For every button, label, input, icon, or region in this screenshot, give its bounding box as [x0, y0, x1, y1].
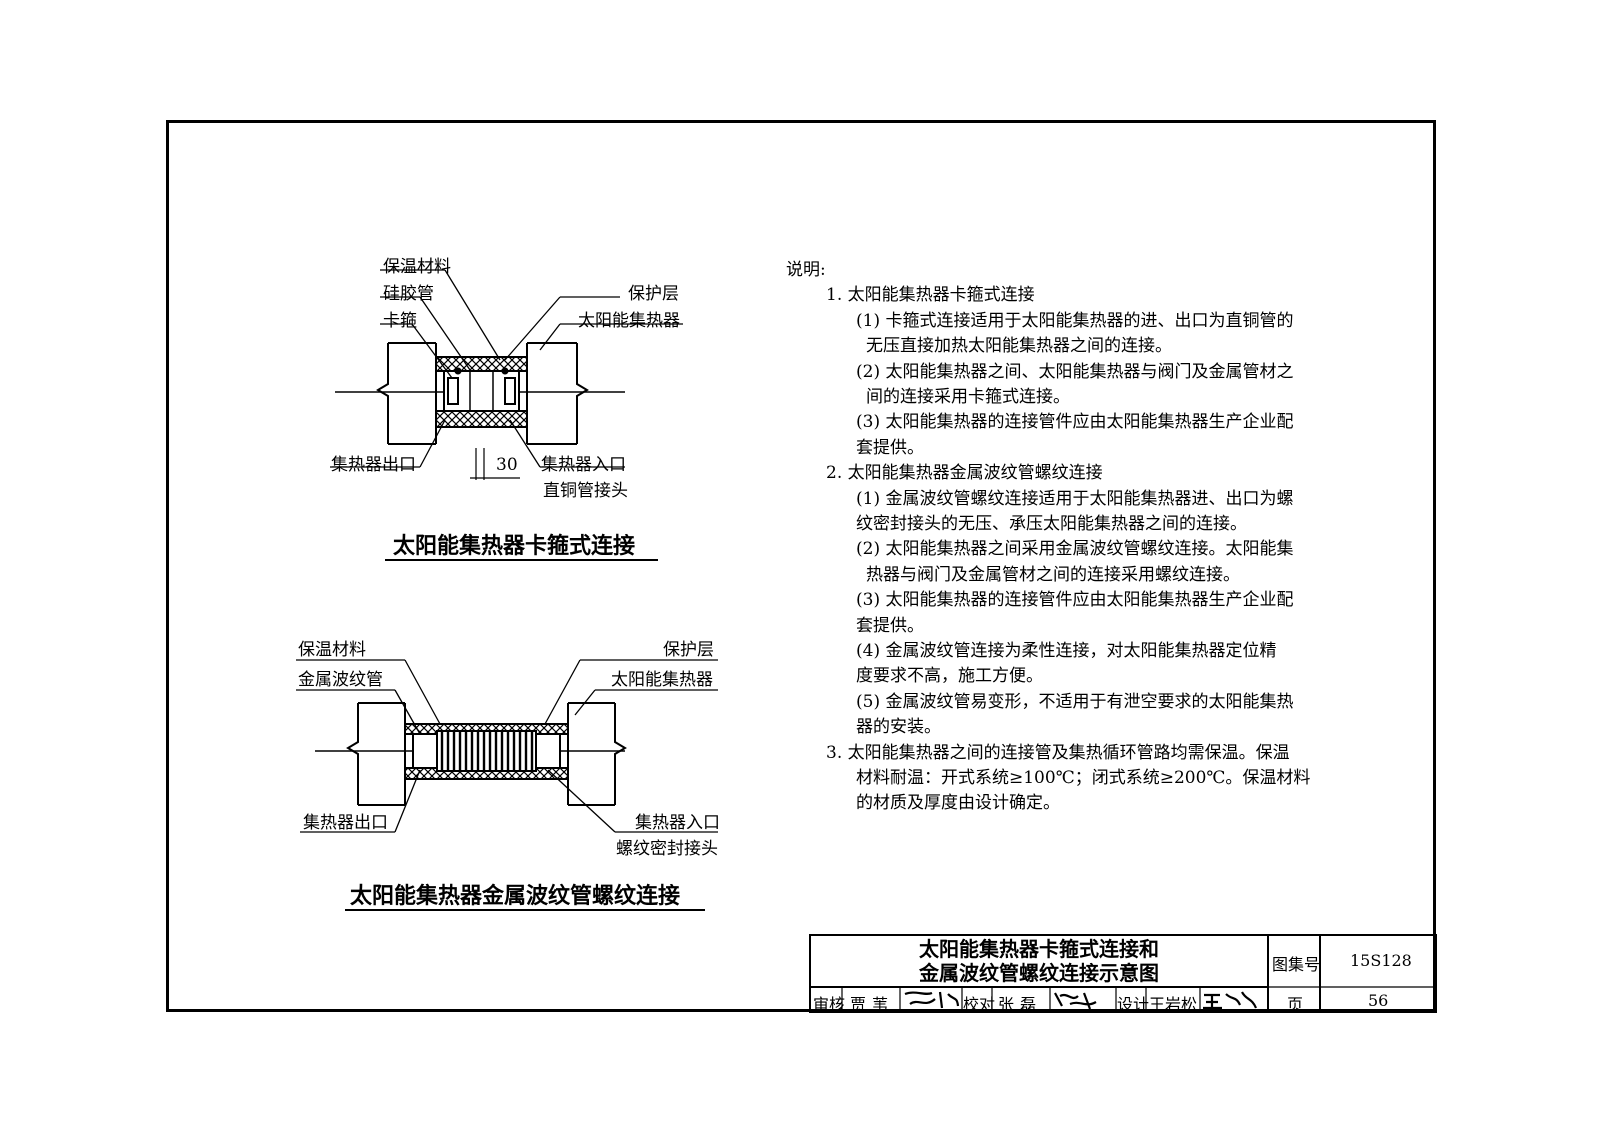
- signature-check: [1054, 992, 1097, 1010]
- fig2-label-thread-joint: 螺纹密封接头: [616, 839, 718, 859]
- check-name: 张磊: [998, 995, 1043, 1014]
- fig2-thread-joint-right: [535, 733, 561, 769]
- design-name: 王岩松: [1149, 995, 1198, 1014]
- note-line: (1) 卡箍式连接适用于太阳能集热器的进、出口为直铜管的: [856, 311, 1294, 331]
- review-name: 贾苇: [850, 995, 895, 1014]
- figure1-diagram: [330, 269, 683, 561]
- fig1-label-silicone-tube: 硅胶管: [383, 284, 434, 304]
- fig2-label-outlet: 集热器出口: [303, 813, 388, 833]
- fig1-label-collector: 太阳能集热器: [578, 311, 680, 331]
- note-line: (2) 太阳能集热器之间、太阳能集热器与阀门及金属管材之: [856, 362, 1294, 382]
- notes-heading: 说明:: [786, 260, 826, 280]
- signature-review: [904, 991, 960, 1009]
- drawing-frame: [166, 120, 1436, 1012]
- note-line: 套提供。: [856, 616, 924, 636]
- fig2-label-inlet: 集热器入口: [635, 813, 720, 833]
- note-line: 间的连接采用卡箍式连接。: [866, 387, 1070, 407]
- note-line: 的材质及厚度由设计确定。: [856, 793, 1060, 813]
- note-line: 2. 太阳能集热器金属波纹管螺纹连接: [826, 463, 1103, 483]
- signature-design: [1203, 991, 1258, 1010]
- fig2-label-protective-layer: 保护层: [663, 640, 714, 660]
- fig2-bellows-corrugations: [440, 732, 534, 770]
- note-line: (4) 金属波纹管连接为柔性连接，对太阳能集热器定位精: [856, 641, 1277, 661]
- note-line: (3) 太阳能集热器的连接管件应由太阳能集热器生产企业配: [856, 412, 1294, 432]
- design-label: 设计: [1117, 995, 1150, 1014]
- note-line: 套提供。: [856, 438, 924, 458]
- fig1-left-collector-break: [376, 343, 389, 444]
- fig2-left-collector-break: [346, 703, 359, 805]
- check-label: 校对: [963, 995, 996, 1014]
- title-block-title: 太阳能集热器卡箍式连接和 金属波纹管螺纹连接示意图: [812, 937, 1266, 985]
- review-label: 审核: [813, 995, 846, 1014]
- note-line: (3) 太阳能集热器的连接管件应由太阳能集热器生产企业配: [856, 590, 1294, 610]
- note-line: 器的安装。: [856, 717, 941, 737]
- note-line: 度要求不高，施工方便。: [856, 666, 1043, 686]
- fig1-label-protective-layer: 保护层: [628, 284, 679, 304]
- note-line: 3. 太阳能集热器之间的连接管及集热循环管路均需保温。保温: [826, 743, 1290, 763]
- fig2-label-collector: 太阳能集热器: [611, 670, 713, 690]
- note-line: 纹密封接头的无压、承压太阳能集热器之间的连接。: [856, 514, 1247, 534]
- fig2-label-bellows: 金属波纹管: [298, 670, 383, 690]
- fig1-clamp-right: [504, 377, 516, 405]
- atlas-number-label: 图集号: [1272, 955, 1321, 974]
- title-block-grid: [809, 934, 1437, 1013]
- atlas-number: 15S128: [1350, 951, 1412, 970]
- note-line: (2) 太阳能集热器之间采用金属波纹管螺纹连接。太阳能集: [856, 539, 1294, 559]
- fig2-thread-joint-left: [412, 733, 438, 769]
- fig1-label-copper-joint: 直铜管接头: [543, 481, 628, 501]
- fig1-insulation-top: [435, 356, 528, 372]
- fig1-label-clamp: 卡箍: [383, 311, 417, 331]
- note-line: (1) 金属波纹管螺纹连接适用于太阳能集热器进、出口为螺: [856, 489, 1294, 509]
- title-line-1: 太阳能集热器卡箍式连接和: [919, 937, 1159, 961]
- fig2-caption: 太阳能集热器金属波纹管螺纹连接: [350, 884, 681, 909]
- fig2-right-collector-break: [614, 703, 627, 805]
- fig1-label-inlet: 集热器入口: [541, 455, 626, 475]
- fig1-dimension-label: 30: [496, 455, 518, 475]
- note-line: (5) 金属波纹管易变形，不适用于有泄空要求的太阳能集热: [856, 692, 1294, 712]
- fig1-caption: 太阳能集热器卡箍式连接: [393, 534, 636, 559]
- note-line: 无压直接加热太阳能集热器之间的连接。: [866, 336, 1172, 356]
- fig1-label-insulation: 保温材料: [383, 257, 451, 277]
- fig1-clamp-left: [447, 377, 459, 405]
- note-line: 热器与阀门及金属管材之间的连接采用螺纹连接。: [866, 565, 1240, 585]
- fig2-label-insulation: 保温材料: [298, 640, 366, 660]
- fig1-label-outlet: 集热器出口: [331, 455, 416, 475]
- figure2-diagram: [296, 659, 718, 911]
- page-number: 56: [1368, 991, 1389, 1010]
- page-label: 页: [1287, 995, 1304, 1014]
- title-line-2: 金属波纹管螺纹连接示意图: [919, 961, 1159, 985]
- fig1-right-collector-break: [576, 343, 589, 444]
- note-line: 1. 太阳能集热器卡箍式连接: [826, 285, 1035, 305]
- note-line: 材料耐温：开式系统≥100℃；闭式系统≥200℃。保温材料: [856, 768, 1311, 788]
